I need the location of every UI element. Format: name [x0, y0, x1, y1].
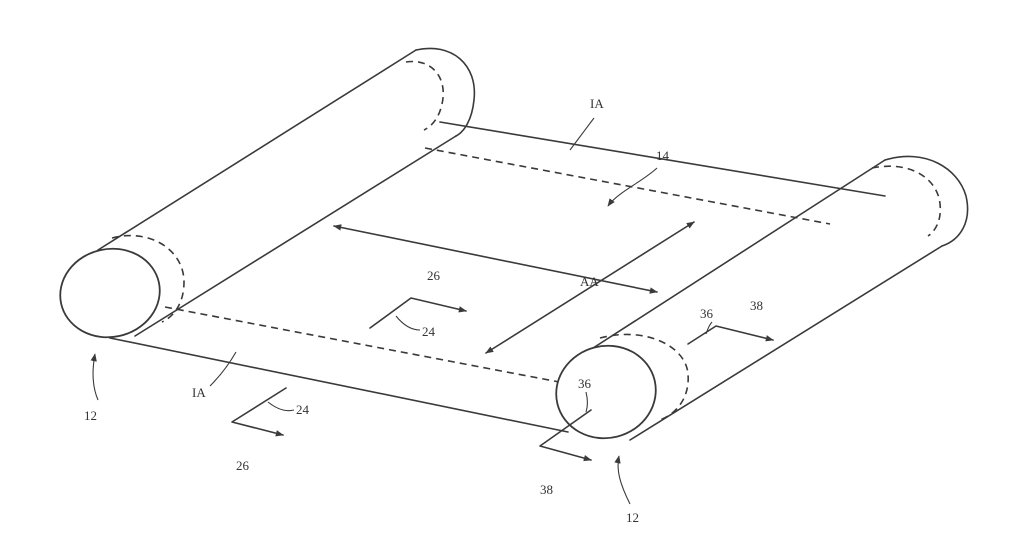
ia-top-leader	[569, 117, 595, 151]
ref-14-leader-arrow	[607, 167, 658, 207]
left-roller-back-inner-arc	[405, 60, 445, 131]
label-ref-12-right: 12	[626, 510, 639, 525]
ia-bottom-leader	[209, 351, 237, 387]
center-section-line	[369, 297, 467, 329]
ref-12-left-leader	[90, 353, 99, 401]
label-ref-38-bottom: 38	[540, 482, 553, 497]
right-roller-front-inner-arc	[599, 333, 689, 421]
sheet-bottom-edge	[109, 337, 569, 433]
active-area-top-boundary	[424, 147, 831, 225]
label-ia-bottom: IA	[192, 385, 206, 400]
left-roller-front-inner-arc	[111, 234, 185, 323]
ref-36-front-leader	[585, 391, 589, 413]
sheet-top-edge	[439, 121, 886, 197]
right-roller-back-inner-arc	[871, 165, 942, 237]
active-area-bottom-boundary	[164, 306, 576, 386]
left-roller	[59, 47, 476, 339]
ref-24-center-leader	[395, 315, 421, 331]
label-ref-24-bottom: 24	[296, 402, 310, 417]
label-aa: AA	[580, 274, 599, 289]
left-roller-top-edge	[97, 49, 417, 251]
bottom-section-marker	[231, 387, 295, 437]
label-ref-12-left: 12	[84, 408, 97, 423]
left-roller-back-cap	[415, 47, 476, 137]
label-ref-36-front: 36	[578, 376, 592, 391]
bottom-section-line	[231, 387, 287, 437]
display-sheet	[109, 121, 886, 433]
right-roller-top-edge	[589, 159, 886, 351]
label-ref-24-center: 24	[422, 324, 436, 339]
label-ref-14: 14	[656, 148, 670, 163]
label-ref-38-right: 38	[750, 298, 763, 313]
left-roller-bottom-edge	[134, 135, 457, 337]
right-roller-bottom-edge	[629, 245, 943, 441]
right-upper-section-marker	[687, 321, 774, 345]
label-ref-36-right: 36	[700, 306, 714, 321]
center-section-marker	[369, 297, 467, 331]
left-roller-end-face	[59, 247, 161, 339]
front-section-line	[539, 409, 592, 462]
label-ia-top: IA	[590, 96, 604, 111]
ref-36-right-leader	[705, 321, 713, 335]
front-section-marker	[539, 391, 592, 462]
right-upper-section-line	[687, 325, 774, 345]
aa-width-arrow	[485, 221, 695, 354]
label-ref-26-bottom: 26	[236, 458, 250, 473]
aa-length-arrow	[333, 224, 658, 294]
ref-24-bottom-leader	[267, 401, 295, 412]
right-roller-back-cap	[884, 155, 969, 247]
label-ref-26-center: 26	[427, 268, 441, 283]
active-area-arrows	[333, 221, 695, 354]
ref-12-right-leader	[614, 455, 631, 505]
